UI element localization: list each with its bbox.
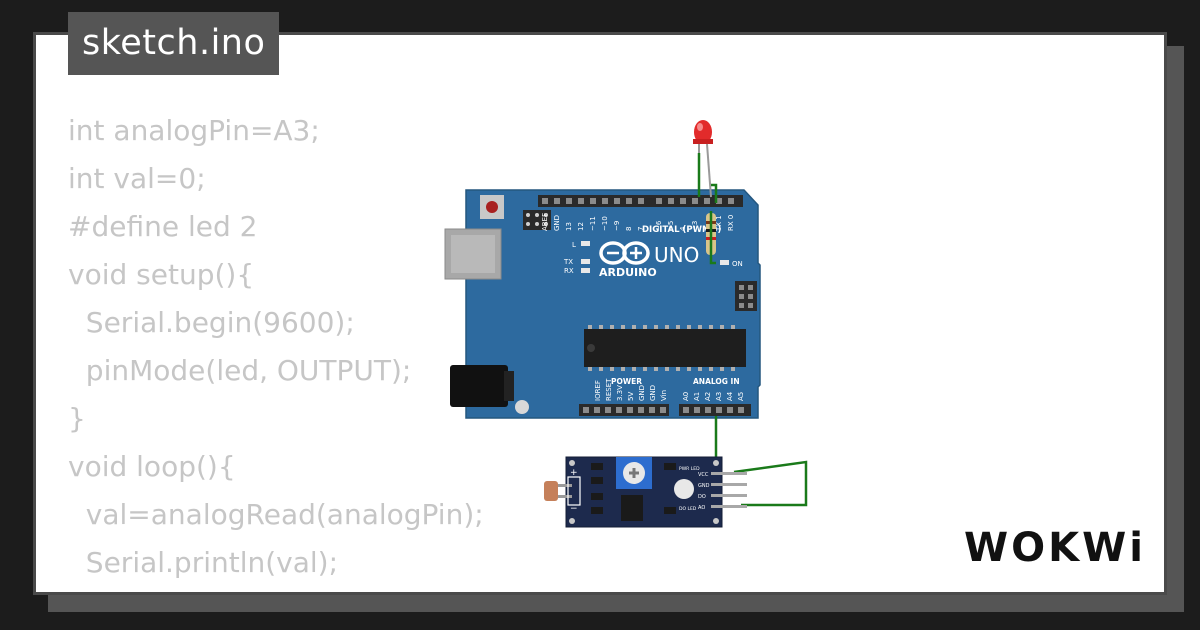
pin-label: 7 bbox=[637, 227, 645, 231]
code-line: pinMode(led, OUTPUT); bbox=[68, 354, 412, 387]
do-led-label: DO LED bbox=[679, 506, 697, 512]
module-pin-label: DO bbox=[698, 494, 706, 500]
pin-label: ~9 bbox=[613, 221, 621, 231]
pin-label: ~3 bbox=[691, 221, 699, 231]
pin-label: A2 bbox=[704, 392, 712, 401]
arduino-uno-board[interactable]: AREF GND 13 12 ~11 ~10 ~9 8 7 ~6 ~5 4 ~3… bbox=[444, 189, 761, 419]
circuit-diagram: AREF GND 13 12 ~11 ~10 ~9 8 7 ~6 ~5 4 ~3… bbox=[444, 120, 808, 528]
status-leds bbox=[581, 241, 729, 273]
analog-label: ANALOG IN bbox=[693, 377, 740, 386]
pin-label: A0 bbox=[682, 392, 690, 401]
arduino-logo-icon bbox=[599, 241, 650, 265]
pin-label: ~5 bbox=[667, 221, 675, 231]
board-brand: ARDUINO bbox=[599, 266, 657, 279]
digital-label: DIGITAL (PWM~) bbox=[642, 225, 722, 235]
module-pin-label: VCC bbox=[698, 472, 709, 478]
wokwi-logo: WOKWi bbox=[964, 525, 1146, 571]
potentiometer-icon[interactable] bbox=[616, 457, 652, 489]
module-pin-label: AO bbox=[698, 505, 705, 511]
power-jack bbox=[450, 365, 508, 407]
pin-label: ~10 bbox=[601, 216, 609, 231]
code-line: int val=0; bbox=[68, 162, 206, 195]
code-line: Serial.println(val); bbox=[68, 546, 339, 579]
pin-label: 12 bbox=[577, 222, 585, 231]
code-line: val=analogRead(analogPin); bbox=[68, 498, 484, 531]
pwr-led-label: PWR LED bbox=[679, 466, 700, 472]
reset-button[interactable] bbox=[480, 195, 504, 219]
pin-label: 3.3V bbox=[616, 385, 624, 401]
code-line: } bbox=[68, 402, 86, 435]
pin-label: GND bbox=[553, 215, 561, 231]
code-line: #define led 2 bbox=[68, 210, 258, 243]
pin-label: ~6 bbox=[655, 220, 663, 231]
plus-label: + bbox=[570, 468, 578, 478]
pin-label: ~11 bbox=[589, 216, 597, 231]
tx-led-label: TX bbox=[563, 258, 573, 266]
code-editor: int analogPin=A3; int val=0; #define led… bbox=[68, 107, 484, 592]
pin-label: TX 1 bbox=[715, 215, 723, 232]
pin-label: 13 bbox=[565, 222, 573, 231]
pin-label: RX 0 bbox=[727, 215, 735, 231]
pin-label: IOREF bbox=[594, 380, 602, 401]
pin-label: A3 bbox=[715, 392, 723, 401]
pin-label: RESET bbox=[605, 378, 613, 401]
pin-label: A5 bbox=[737, 392, 745, 401]
on-led-label: ON bbox=[732, 260, 743, 268]
pin-label: GND bbox=[638, 385, 646, 401]
code-line: Serial.begin(9600); bbox=[68, 306, 355, 339]
code-line: void loop(){ bbox=[68, 450, 236, 483]
pin-label: 5V bbox=[627, 392, 635, 401]
pin-label: 4 bbox=[679, 226, 687, 231]
file-tab[interactable]: sketch.ino bbox=[68, 12, 280, 75]
pin-label: 8 bbox=[625, 227, 633, 231]
photoresistor-icon bbox=[544, 476, 581, 506]
pin-label: A4 bbox=[726, 391, 734, 401]
power-label: POWER bbox=[611, 377, 642, 386]
pin-label: AREF bbox=[541, 213, 549, 231]
minus-label: − bbox=[570, 504, 578, 514]
code-line: int analogPin=A3; bbox=[68, 114, 320, 147]
icsp2-header bbox=[735, 281, 757, 311]
wires[interactable] bbox=[697, 153, 808, 507]
power-header bbox=[579, 404, 669, 416]
atmega-chip bbox=[584, 325, 746, 371]
red-led[interactable] bbox=[693, 120, 713, 198]
l-led-label: L bbox=[572, 241, 576, 249]
code-line: void setup(){ bbox=[68, 258, 255, 291]
pin-label: A1 bbox=[693, 392, 701, 401]
board-model: UNO bbox=[654, 243, 699, 267]
comparator-chip bbox=[621, 495, 643, 521]
photoresistor-module[interactable]: + − PWR LED DO LED VCC GND bbox=[544, 456, 747, 528]
rx-led-label: RX bbox=[564, 267, 574, 275]
pin-label: Vin bbox=[660, 390, 668, 401]
pin-label: GND bbox=[649, 385, 657, 401]
module-pin-label: GND bbox=[698, 483, 710, 489]
preview-card: int analogPin=A3; int val=0; #define led… bbox=[33, 32, 1167, 595]
